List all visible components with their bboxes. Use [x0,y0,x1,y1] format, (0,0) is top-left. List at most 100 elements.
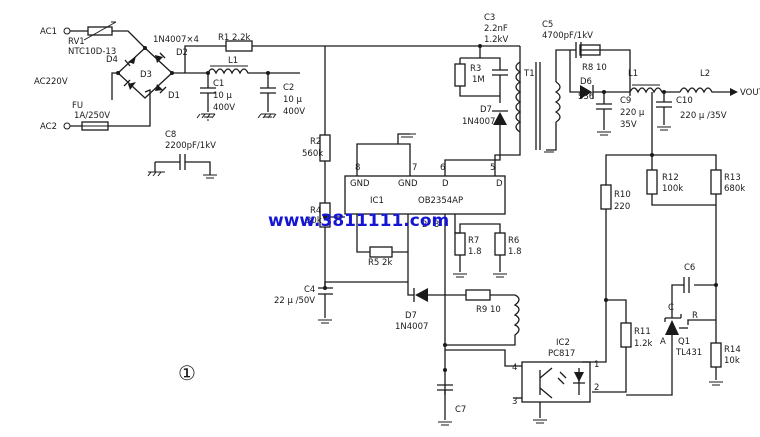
label-c2-v1: 10 μ [283,95,303,105]
watermark-text: www.3811111.com [268,211,449,231]
label-r1: R1 2.2k [218,33,251,43]
label-ic1-pin6: 6 [440,163,445,173]
label-c9-v2: 35V [620,120,637,130]
ntc-thermistor-rv1 [87,26,113,36]
label-l1b: L1 [628,69,638,79]
capacitor-c4 [318,281,408,324]
capacitor-c9 [596,92,612,136]
resistor-r11 [620,322,632,348]
capacitor-c8 [147,154,217,179]
resistor-r14 [710,342,722,368]
label-r11: R11 [634,327,651,337]
startup-resistors [319,46,345,288]
label-d6-val: S36 [578,92,594,102]
label-ac2: AC2 [40,122,57,132]
label-l2: L2 [700,69,710,79]
label-r9: R9 10 [476,305,501,315]
label-c4-val: 22 μ /50V [274,296,315,306]
resistor-r10 [600,184,612,210]
label-ic1-d2: D [496,179,503,189]
resistor-r1 [225,40,253,52]
label-c5: C5 [542,20,553,30]
label-c7: C7 [455,405,466,415]
inductor-l2 [679,87,738,96]
label-c: C [668,303,674,313]
label-c1-v1: 10 μ [213,91,233,101]
label-d2: D2 [176,48,188,58]
label-c1-v2: 400V [213,103,235,113]
label-d1: D1 [168,91,180,101]
label-r6: R6 [508,236,519,246]
label-d7b: D7 [405,311,417,321]
label-r12: R12 [662,173,679,183]
label-ic2-p2: 2 [594,383,599,393]
label-c10-val: 220 μ /35V [680,111,727,121]
label-c1: C1 [213,79,224,89]
label-r2: R2 [310,137,321,147]
label-ic2: IC2 [556,338,570,348]
label-r13: R13 [724,173,741,183]
bridge-rectifier [111,45,520,100]
feedback-network [582,92,723,393]
label-diodes: 1N4007×4 [153,35,199,45]
resistor-r7 [454,232,466,256]
label-r7-val: 1.8 [468,247,482,257]
label-a: A [660,337,666,347]
resistor-r6 [494,232,506,256]
label-c6: C6 [684,263,695,273]
label-r14: R14 [724,345,741,355]
label-c3-v2: 1.2kV [484,35,508,45]
label-d6: D6 [580,77,592,87]
capacitor-c10 [656,90,672,131]
label-r4-val: 30k [306,216,322,226]
label-ic1-part: OB2354AP [418,196,463,206]
label-ic1-pin5: 5 [490,163,495,173]
label-fu-val: 1A/250V [74,111,110,121]
inductor-l1-output [629,84,680,94]
label-r3-val: 1M [472,75,485,85]
label-ic1-gnd1: GND [350,179,370,189]
label-c3-v1: 2.2nF [484,24,508,34]
figure-number: ① [178,361,196,385]
label-d7a-val: 1N4007 [462,117,495,127]
label-r4: R4 [310,206,321,216]
label-ic2-p4: 4 [512,363,517,373]
label-t1: T1 [523,69,535,79]
label-c3: C3 [484,13,495,23]
aux-winding-rectifier [407,282,520,347]
ic1-controller [344,46,521,395]
output-rectifier [569,42,631,99]
label-c9: C9 [620,96,631,106]
label-r2-val: 560k [302,149,323,159]
label-ic2-part: PC817 [548,349,575,359]
label-r5: R5 2k [368,258,392,268]
label-r8: R8 10 [582,63,607,73]
label-r14-val: 10k [724,356,740,366]
label-ic1-pin8: 8 [355,163,360,173]
label-d4: D4 [106,55,118,65]
label-ic1-d1: D [442,179,449,189]
resistor-r12 [646,169,658,195]
label-c8-val: 2200pF/1kV [165,141,216,151]
label-ic2-p3: 3 [512,397,517,407]
label-d7a: D7 [480,105,492,115]
component-labels: AC1 AC2 AC220V RV1 NTC10D-13 FU 1A/250V … [34,13,760,415]
label-q1-val: TL431 [675,348,702,358]
label-r6-val: 1.8 [508,247,522,257]
resistor-r13 [710,169,722,195]
label-r11-val: 1.2k [634,339,653,349]
label-rv1: RV1 [68,37,85,47]
label-ic1-pin3: 3 [434,220,439,230]
label-c9-v1: 220 μ [620,108,645,118]
label-c4: C4 [304,285,315,295]
transformer-t1 [515,49,570,153]
label-c8: C8 [165,130,176,140]
label-ic1-pin7: 7 [412,163,417,173]
snubber-network [454,44,508,147]
label-ac1: AC1 [40,27,57,37]
label-r10-val: 220 [614,202,630,212]
inductor-l1-input [207,65,300,75]
label-q1: Q1 [678,337,690,347]
resistor-r3 [454,63,466,87]
